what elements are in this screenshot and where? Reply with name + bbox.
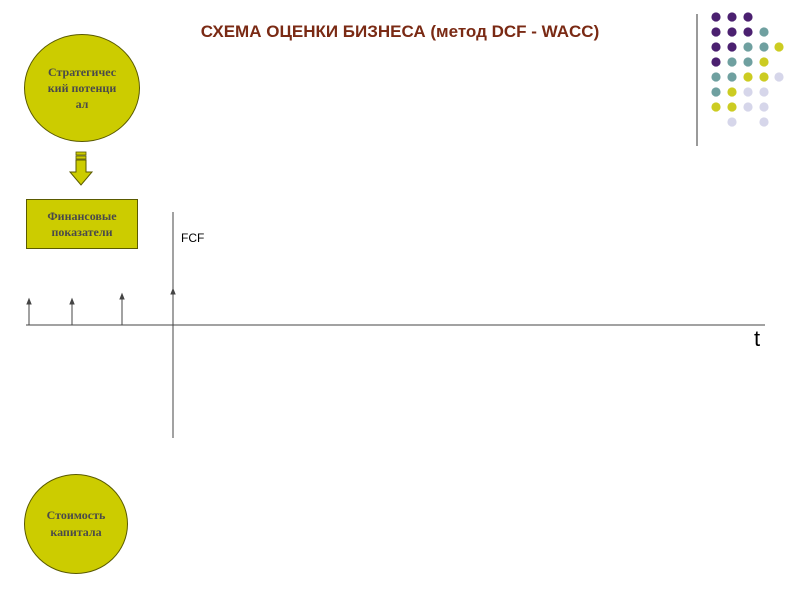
history-arrow	[119, 292, 125, 325]
time-axis-label: t	[754, 326, 761, 351]
history-arrow	[26, 297, 32, 325]
slide-title: СХЕМА ОЦЕНКИ БИЗНЕСА (метод DCF - WACC)	[200, 22, 600, 41]
fcf-axis-label: FCF	[181, 231, 205, 245]
current-arrow	[170, 287, 176, 325]
strategic-potential-label: Стратегический потенциал	[47, 65, 117, 111]
cost-of-capital-ellipse: Стоимость капитала	[24, 474, 128, 574]
strategic-potential-ellipse: Стратегический потенциал	[24, 34, 140, 142]
cost-of-capital-label: Стоимость капитала	[46, 508, 106, 539]
financial-indicators-box: Финансовые показатели	[26, 199, 138, 249]
down-arrow-icon	[68, 151, 94, 186]
decor-dot-grid	[711, 12, 784, 127]
financial-indicators-label: Финансовые показатели	[47, 209, 117, 239]
history-arrow	[69, 297, 75, 325]
